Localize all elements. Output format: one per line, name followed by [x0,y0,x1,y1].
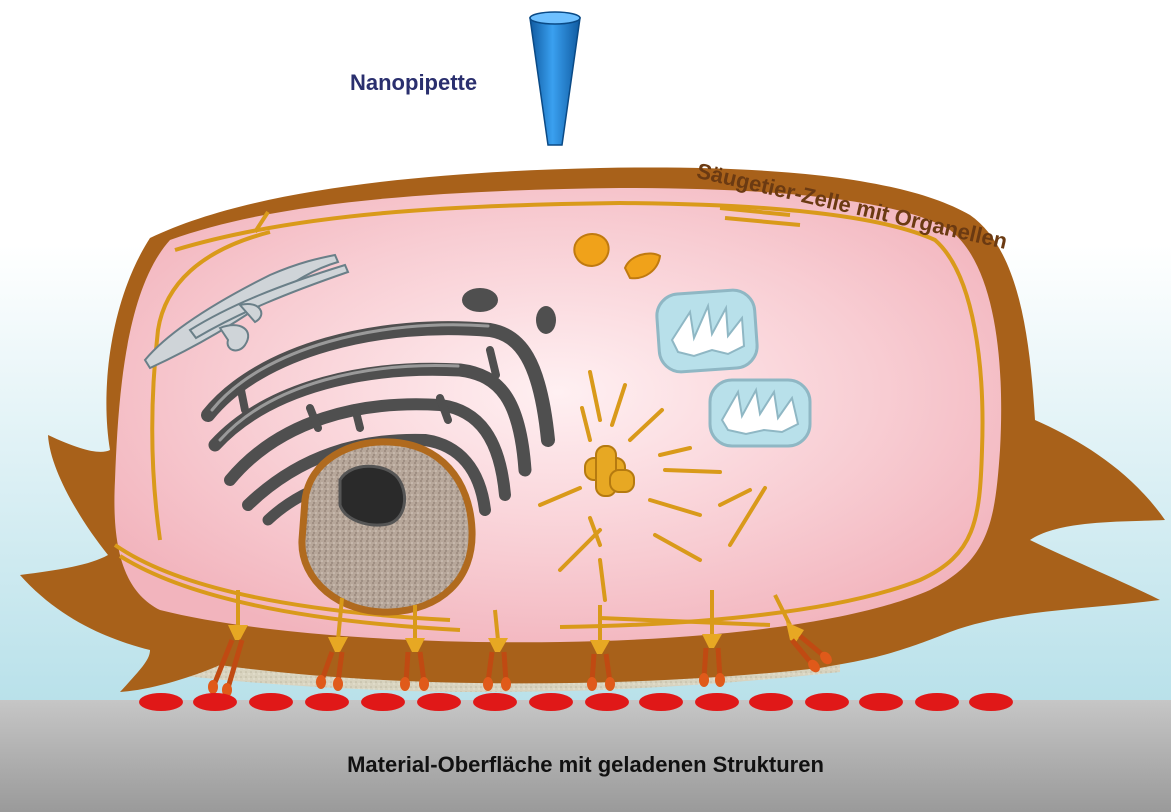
pipette-label: Nanopipette [350,70,477,96]
vesicle-icon [536,306,556,334]
vesicle-icon [462,288,498,312]
nucleus-icon [302,442,472,612]
granule-icon [574,234,608,266]
mitochondrion-icon [710,380,810,446]
mitochondrion-icon [655,289,758,374]
surface-label: Material-Oberfläche mit geladenen Strukt… [0,752,1171,778]
